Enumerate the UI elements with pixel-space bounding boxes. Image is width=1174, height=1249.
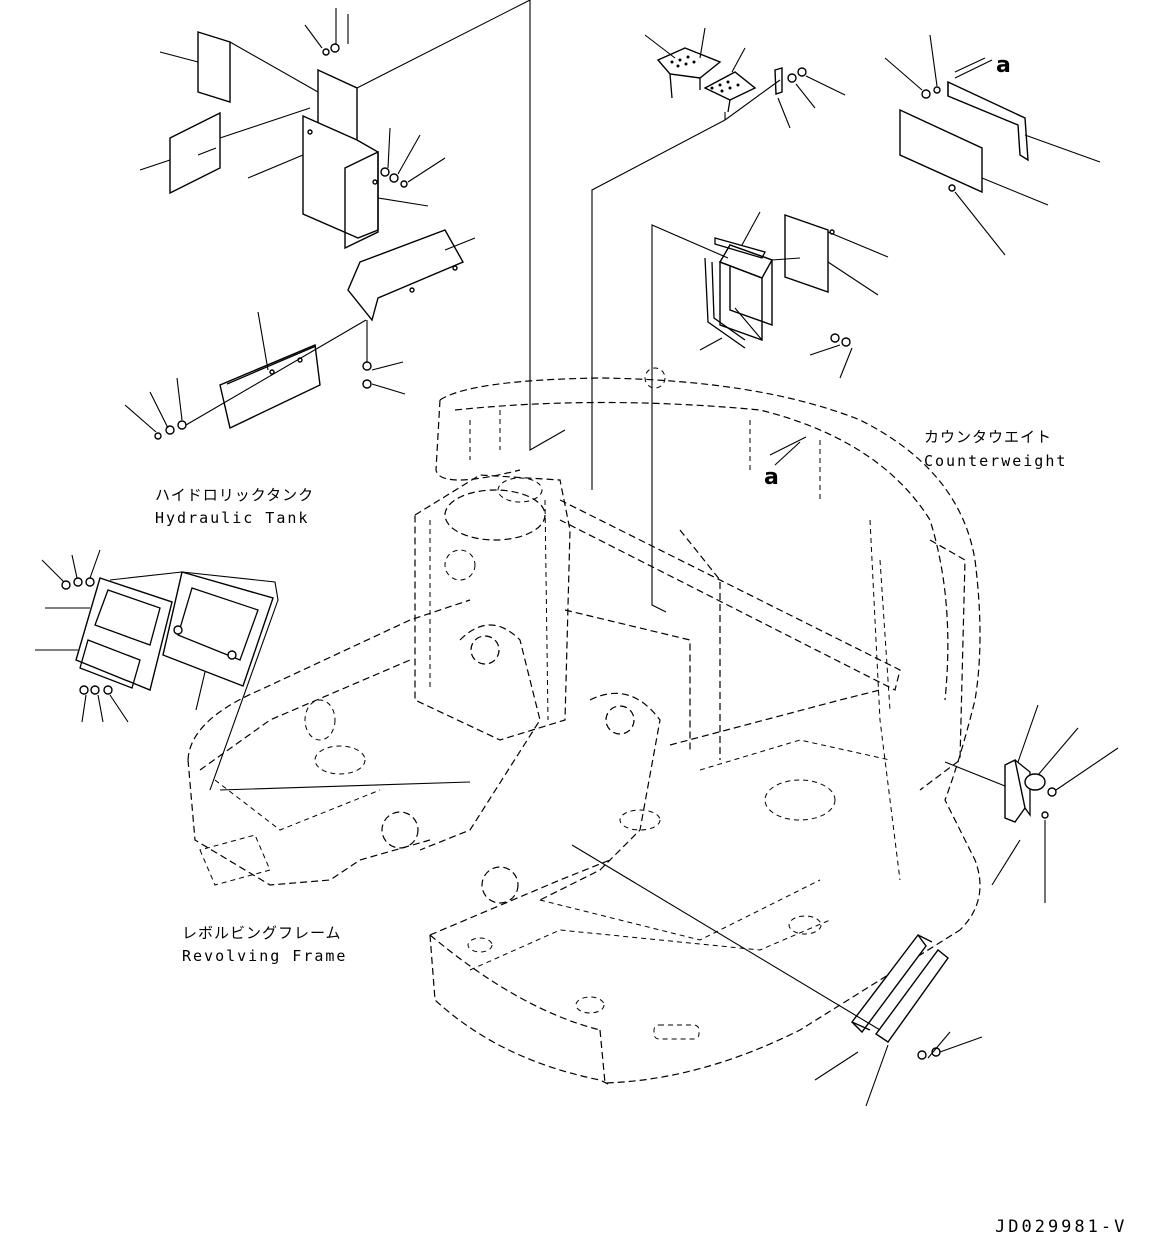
marker-a-center: a <box>764 465 779 490</box>
step-pads-top <box>656 47 807 113</box>
box-assembly-center <box>704 214 851 349</box>
leader-lines-top-right <box>884 34 1101 256</box>
leader-lines-right <box>944 704 1119 903</box>
cover-plate-top-right <box>899 80 1029 194</box>
revolving-frame-label-en: Revolving Frame <box>182 947 347 965</box>
hydraulic-tank-label-jp: ハイドロリックタンク <box>155 486 314 504</box>
revolving-frame-outline <box>187 367 981 1086</box>
leader-lines-center <box>651 211 889 613</box>
leader-lines-top-left <box>124 0 566 451</box>
counterweight-label-en: Counterweight <box>924 452 1067 470</box>
drawing-code: JD029981-V <box>995 1217 1127 1237</box>
cover-plate-top-left <box>154 31 464 440</box>
revolving-frame-label-jp: レボルビングフレーム <box>182 924 342 942</box>
leader-lines-top-center <box>591 27 846 490</box>
marker-a-top: a <box>996 53 1011 78</box>
leader-lines-left <box>35 549 471 791</box>
bracket-right <box>1004 758 1057 823</box>
leader-lines-bottom-right <box>571 844 983 1107</box>
marker-a-arrows <box>769 436 807 466</box>
hydraulic-tank-label-en: Hydraulic Tank <box>155 509 309 527</box>
grill-plate-left <box>61 571 274 695</box>
step-bars-bottom-right <box>851 933 949 1060</box>
counterweight-label-jp: カウンタウエイト <box>924 428 1052 446</box>
